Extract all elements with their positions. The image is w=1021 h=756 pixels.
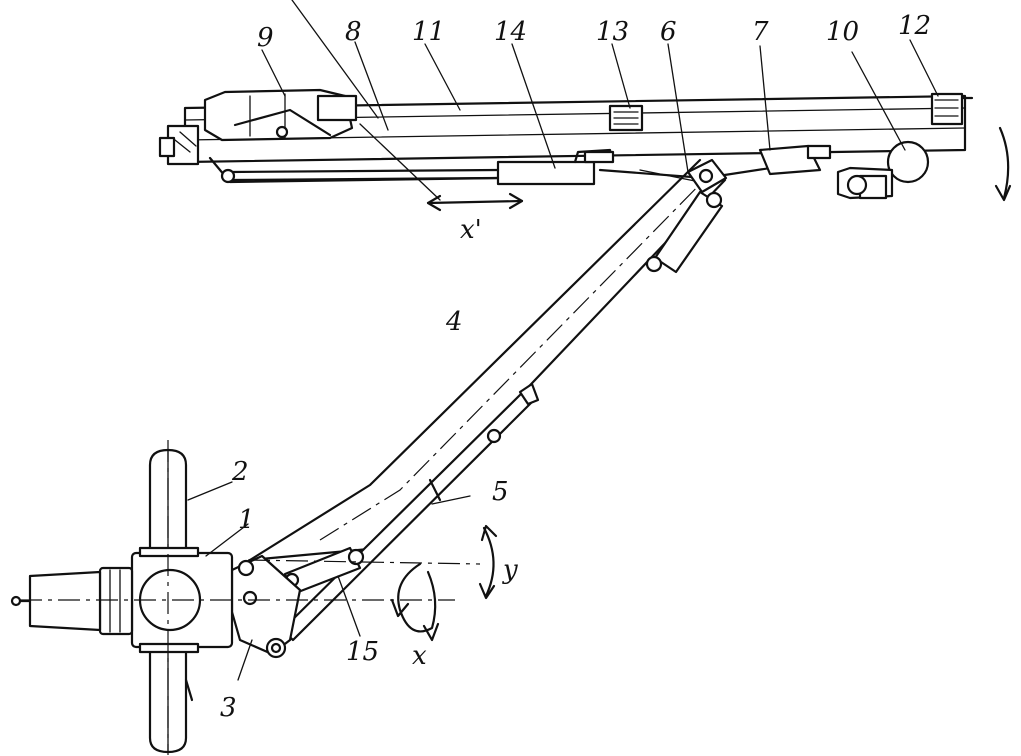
label-x: x <box>412 641 427 671</box>
label-y: y <box>502 555 518 585</box>
label-3: 3 <box>220 693 237 723</box>
feed-rotation-arrow <box>998 126 1010 200</box>
x-rotation-arrowhead-2 <box>422 622 440 642</box>
label-4: 4 <box>445 307 463 337</box>
label-7: 7 <box>752 17 769 47</box>
label-2: 2 <box>231 457 249 487</box>
drill-carriage-9 <box>203 88 358 142</box>
slide-7 <box>758 144 832 176</box>
label-9: 9 <box>257 23 274 53</box>
label-6: 6 <box>660 17 677 47</box>
y-axis-line <box>247 559 481 565</box>
label-14: 14 <box>494 17 527 47</box>
x-rotation-arrowhead <box>390 598 410 618</box>
y-rotation-arrowhead-top <box>480 524 498 542</box>
bracket-3 <box>230 554 302 659</box>
label-1: 1 <box>238 505 255 535</box>
swivel-hub-1 <box>10 546 234 654</box>
boom-4 <box>248 158 728 562</box>
leader-lines <box>261 0 939 201</box>
feed-rotation-arrowhead <box>994 184 1012 202</box>
label-10: 10 <box>826 17 859 47</box>
tilt-cylinder-6 <box>645 190 724 274</box>
label-12: 12 <box>898 11 931 41</box>
feed-direction-arrow <box>426 192 524 212</box>
label-15: 15 <box>346 637 379 667</box>
end-bracket-12 <box>930 92 974 126</box>
label-5: 5 <box>492 477 509 507</box>
label-11: 11 <box>412 17 445 47</box>
label-x-prime: x' <box>460 215 482 245</box>
y-rotation-arrowhead-bottom <box>478 582 496 600</box>
leader-lines-lower <box>187 481 471 681</box>
slide-13 <box>608 104 644 132</box>
lift-cylinder-5 <box>280 382 540 642</box>
feed-cylinder-14 <box>220 148 615 186</box>
label-13: 13 <box>596 17 629 47</box>
x-rotation-arrow <box>397 562 437 633</box>
label-8: 8 <box>345 17 362 47</box>
rotation-drive-10 <box>836 140 930 200</box>
y-rotation-arrow <box>482 526 495 598</box>
